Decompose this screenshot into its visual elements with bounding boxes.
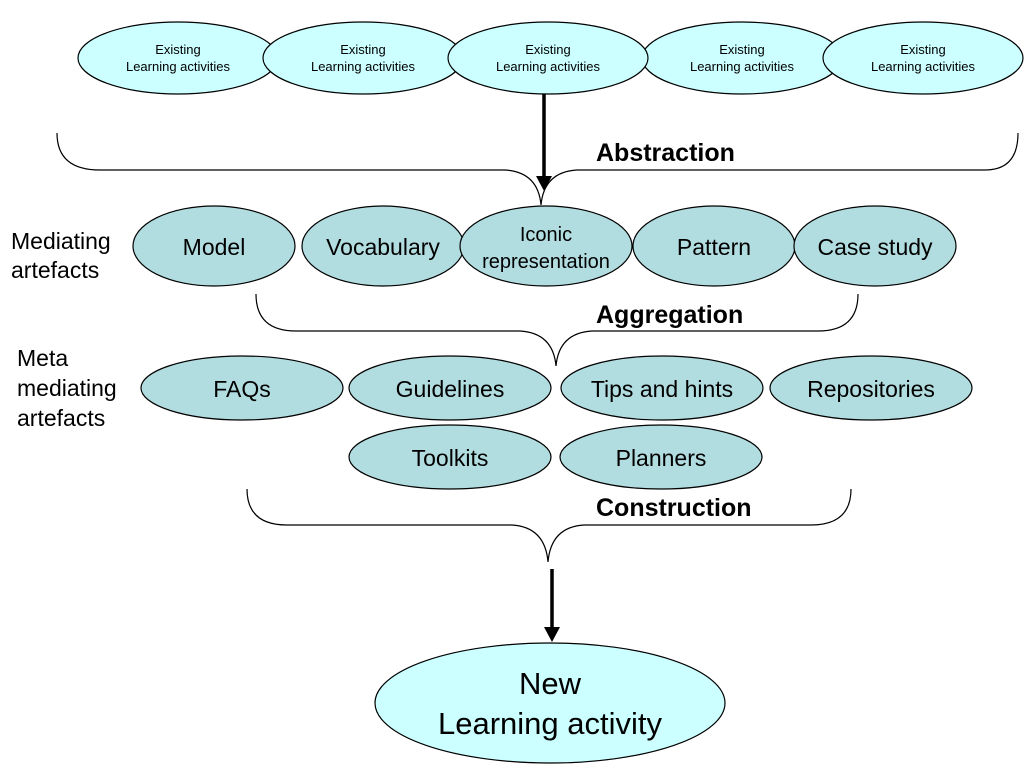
artefact-label: Vocabulary	[326, 234, 440, 260]
aggregation-brace	[255, 293, 859, 367]
artefact-model: Model	[132, 205, 296, 287]
meta-artefacts-row: FAQs Guidelines Tips and hints Repositor…	[140, 355, 973, 490]
existing-activity-line2: Learning activities	[496, 59, 601, 74]
existing-activities-row: Existing Learning activities Existing Le…	[77, 21, 1024, 95]
existing-activity-2: Existing Learning activities	[262, 21, 464, 95]
existing-activity-line2: Learning activities	[871, 59, 976, 74]
existing-activity-line1: Existing	[340, 42, 386, 57]
meta-artefact-label: Tips and hints	[591, 376, 733, 402]
artefact-label: Case study	[817, 234, 933, 260]
existing-activity-3: Existing Learning activities	[447, 21, 649, 95]
meta-artefact-label: Repositories	[807, 376, 935, 402]
meta-artefact-label: FAQs	[213, 376, 271, 402]
meta-artefact-repositories: Repositories	[769, 355, 973, 421]
meta-artefact-label: Guidelines	[396, 376, 505, 402]
artefact-iconic-representation: Iconic representation	[459, 205, 633, 287]
mediating-label-line1: Mediating	[11, 228, 111, 254]
artefact-label: Model	[183, 234, 246, 260]
new-activity-line1: New	[519, 666, 582, 701]
existing-activity-1: Existing Learning activities	[77, 21, 279, 95]
meta-artefact-planners: Planners	[559, 424, 763, 490]
meta-label-line3: artefacts	[17, 405, 105, 431]
existing-activity-4: Existing Learning activities	[641, 21, 843, 95]
meta-label-line1: Meta	[17, 345, 68, 371]
artefact-pattern: Pattern	[632, 205, 796, 287]
existing-activity-line1: Existing	[900, 42, 946, 57]
abstraction-label: Abstraction	[596, 139, 735, 167]
construction-label: Construction	[596, 494, 752, 522]
arrow-abstraction	[536, 94, 552, 191]
existing-activity-line1: Existing	[155, 42, 201, 57]
meta-artefact-faqs: FAQs	[140, 355, 344, 421]
meta-artefact-toolkits: Toolkits	[348, 424, 552, 490]
abstraction-brace	[56, 132, 1019, 206]
new-learning-activity: New Learning activity	[374, 642, 726, 764]
meta-artefact-tips-and-hints: Tips and hints	[560, 355, 764, 421]
artefact-label-line1: Iconic	[520, 224, 572, 246]
existing-activity-line2: Learning activities	[126, 59, 231, 74]
existing-activity-line2: Learning activities	[690, 59, 795, 74]
mediating-label-line2: artefacts	[11, 257, 99, 283]
meta-artefact-guidelines: Guidelines	[348, 355, 552, 421]
existing-activity-line2: Learning activities	[311, 59, 416, 74]
artefact-label: Pattern	[677, 234, 751, 260]
artefact-label-line2: representation	[482, 251, 610, 273]
meta-artefact-label: Toolkits	[412, 445, 489, 471]
existing-activity-line1: Existing	[525, 42, 571, 57]
construction-brace	[246, 488, 852, 563]
meta-label-line2: mediating	[17, 375, 117, 401]
meta-artefact-label: Planners	[616, 445, 707, 471]
existing-activity-line1: Existing	[719, 42, 765, 57]
existing-activity-5: Existing Learning activities	[822, 21, 1024, 95]
artefact-vocabulary: Vocabulary	[301, 205, 465, 287]
artefact-case-study: Case study	[793, 205, 957, 287]
mediating-artefacts-row: Model Vocabulary Pattern Case study Icon…	[132, 205, 957, 287]
new-activity-line2: Learning activity	[438, 706, 663, 741]
arrow-construction	[544, 569, 560, 642]
aggregation-label: Aggregation	[596, 301, 743, 329]
